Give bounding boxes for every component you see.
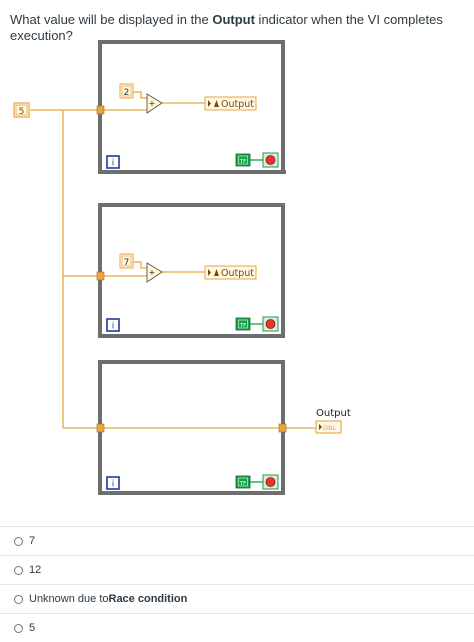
while-loop-2 — [98, 203, 285, 338]
control-value: 5 — [19, 107, 25, 117]
wires — [30, 91, 316, 429]
stop-condition-3 — [262, 474, 279, 490]
answer-text-3-bold: Race condition — [108, 593, 188, 605]
boolean-symbol-3: TF — [239, 481, 247, 487]
radio-button-4[interactable] — [14, 623, 23, 633]
indicator-label: Output — [316, 408, 351, 419]
radio-button-1[interactable] — [14, 536, 23, 546]
boolean-symbol-1: TF — [239, 159, 247, 165]
answer-text-4: 5 — [29, 622, 36, 634]
question-prefix: What value will be displayed in the — [10, 12, 213, 27]
iteration-terminal-2: i — [106, 318, 120, 332]
boolean-constant-2: TF — [235, 317, 251, 331]
local-variable-1: Output — [204, 96, 257, 111]
tunnel-loop3-out — [278, 423, 287, 433]
answer-text-3: Unknown due to — [29, 593, 109, 605]
iteration-terminal-3: i — [106, 476, 120, 490]
local-variable-2: Output — [204, 265, 257, 280]
block-diagram: 5 2 7 + + Output Output i i — [13, 40, 351, 495]
while-loop-1 — [98, 40, 286, 174]
answer-text-1: 7 — [29, 535, 36, 547]
wire-const7 — [133, 261, 147, 269]
answer-list: 7 12 Unknown due to Race condition 5 — [0, 526, 474, 642]
iteration-terminal-1: i — [106, 155, 120, 169]
add-function-2: + — [146, 262, 163, 283]
tunnel-loop3-in — [96, 423, 105, 433]
tunnel-loop2-in — [96, 271, 105, 281]
add-symbol-2: + — [149, 268, 156, 277]
local-variable-1-label: Output — [221, 99, 254, 110]
question-suffix: indicator when the VI completes executio… — [10, 12, 443, 43]
answer-option-3[interactable]: Unknown due to Race condition — [0, 584, 474, 613]
answer-option-2[interactable]: 12 — [0, 555, 474, 584]
indicator-type: DBL — [323, 424, 336, 432]
answer-option-4[interactable]: 5 — [0, 613, 474, 642]
add-function-1: + — [146, 93, 163, 114]
iteration-symbol-1: i — [112, 159, 115, 169]
wire-const2 — [133, 91, 147, 99]
local-variable-2-label: Output — [221, 268, 254, 279]
boolean-constant-3: TF — [235, 475, 251, 489]
constant-2-value: 2 — [124, 88, 130, 98]
stop-condition-1 — [262, 152, 279, 168]
constant-7: 7 — [119, 253, 134, 269]
constant-7-value: 7 — [124, 258, 130, 268]
output-indicator: Output DBL — [315, 408, 351, 434]
radio-button-2[interactable] — [14, 565, 23, 575]
answer-text-2: 12 — [29, 564, 42, 576]
stop-condition-2 — [262, 316, 279, 332]
radio-button-3[interactable] — [14, 594, 23, 604]
boolean-constant-1: TF — [235, 153, 251, 167]
iteration-symbol-2: i — [112, 322, 115, 332]
constant-2: 2 — [119, 83, 134, 99]
numeric-control: 5 — [13, 102, 30, 118]
tunnel-loop1-in — [96, 105, 105, 115]
answer-option-1[interactable]: 7 — [0, 526, 474, 555]
question-emphasis: Output — [212, 12, 255, 27]
while-loop-3 — [98, 360, 285, 495]
boolean-symbol-2: TF — [239, 323, 247, 329]
add-symbol-1: + — [149, 99, 156, 108]
question-text: What value will be displayed in the Outp… — [10, 12, 470, 44]
iteration-symbol-3: i — [112, 480, 115, 490]
